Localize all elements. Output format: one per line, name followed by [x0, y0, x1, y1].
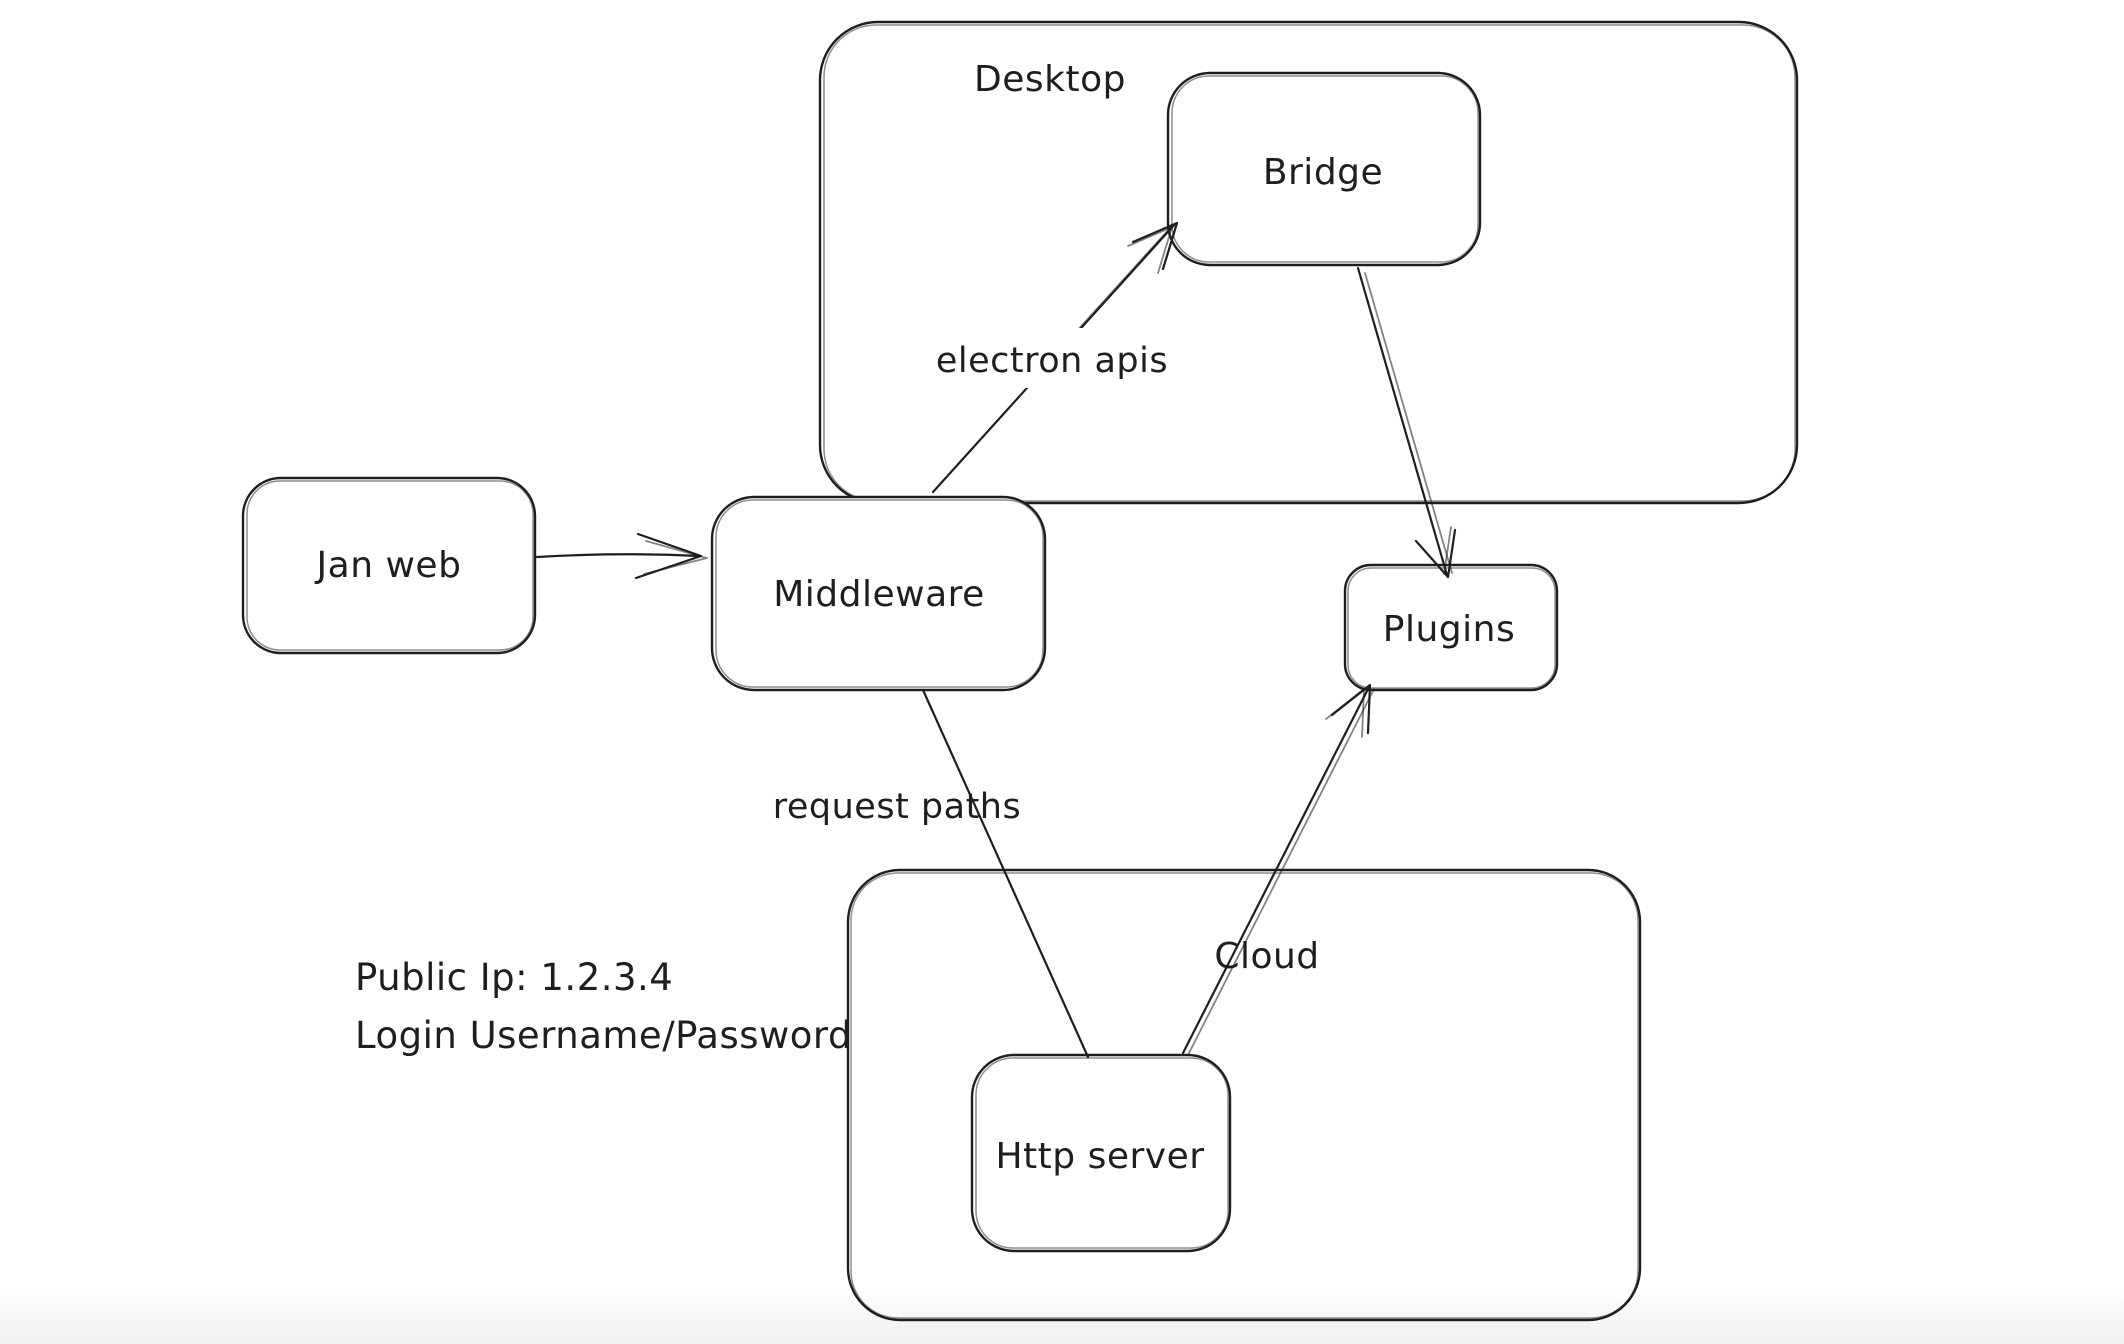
edge-bridge-plugins[interactable]	[1356, 266, 1457, 579]
edge-label-electron-apis-text: electron apis	[936, 341, 1168, 381]
node-bridge[interactable]: Bridge	[1166, 71, 1482, 267]
edge-middleware-httpserver[interactable]	[921, 688, 1090, 1059]
container-desktop-label: Desktop	[974, 59, 1126, 100]
annotation-credentials[interactable]: Public Ip: 1.2.3.4 Login Username/Passwo…	[355, 956, 852, 1057]
node-http-server[interactable]: Http server	[970, 1053, 1232, 1253]
edge-httpserver-plugins[interactable]	[1181, 683, 1375, 1056]
node-http-server-label: Http server	[995, 1136, 1204, 1177]
node-plugins-label: Plugins	[1383, 609, 1515, 650]
node-middleware-label: Middleware	[773, 574, 985, 615]
node-bridge-label: Bridge	[1263, 152, 1383, 193]
node-jan-web-label: Jan web	[315, 545, 462, 586]
node-plugins[interactable]: Plugins	[1343, 563, 1559, 692]
annotation-login: Login Username/Password	[355, 1014, 852, 1057]
node-middleware[interactable]: Middleware	[710, 495, 1047, 692]
edge-label-request-paths[interactable]: request paths	[773, 787, 1021, 827]
edge-janweb-middleware[interactable]	[535, 532, 708, 580]
edge-label-electron-apis[interactable]: electron apis	[915, 328, 1190, 388]
annotation-public-ip: Public Ip: 1.2.3.4	[355, 956, 673, 999]
node-jan-web[interactable]: Jan web	[241, 476, 537, 655]
container-cloud[interactable]: Cloud	[846, 868, 1642, 1322]
